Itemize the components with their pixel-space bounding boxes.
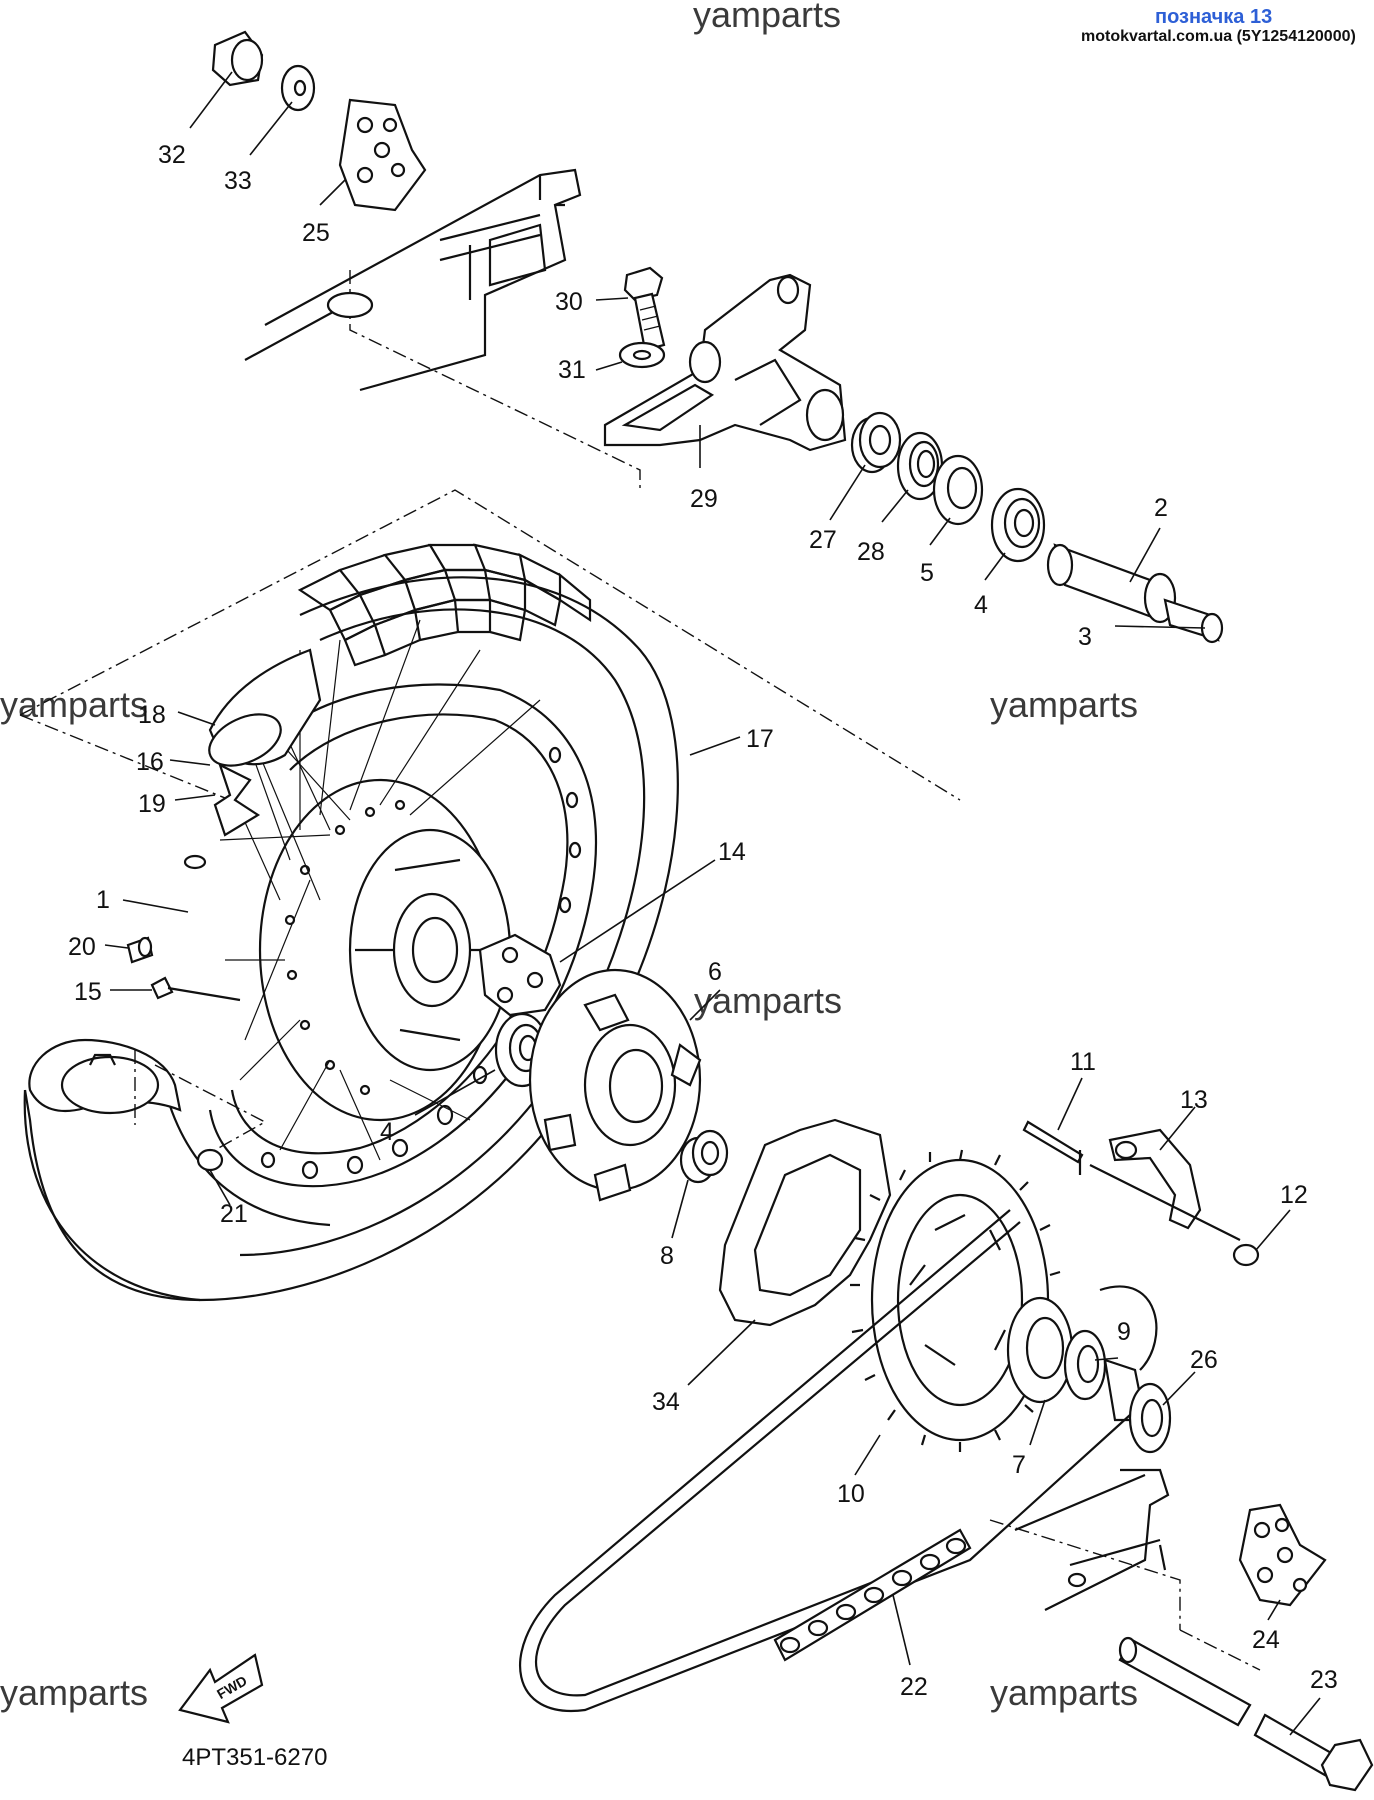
part-label: 7 [1012,1451,1026,1479]
watermark: yamparts [694,980,843,1021]
part-label: 1 [96,886,110,914]
tube-18 [208,648,322,837]
part-label: 25 [302,219,330,247]
bolt-30 [623,266,666,352]
rear-wheel-tyre [19,489,961,1302]
part-label: 6 [708,958,722,986]
part-label: 11 [1070,1048,1096,1076]
bearing-28 [896,431,944,501]
watermark: yamparts [693,0,842,35]
part-label: 31 [558,356,586,384]
part-label: 13 [1180,1086,1208,1114]
part-label: 9 [1117,1318,1131,1346]
collar [326,291,374,319]
part-label: 33 [224,167,252,195]
right-hub-bearing-parts [1006,1150,1172,1454]
part-label: 2 [1154,494,1168,522]
part-label: 22 [900,1673,928,1701]
part-label: 4 [380,1118,394,1146]
axle-23 [1118,1636,1374,1792]
diagram-tag: позначка 13 [1155,6,1273,28]
chain-guide-parts [1022,1120,1260,1267]
part-label: 27 [809,526,837,554]
leader-lines [104,71,1321,1736]
collar-27 [850,411,902,474]
part-label: 8 [660,1242,674,1270]
watermark: yamparts [0,684,149,725]
forward-arrow-icon: FWD [178,1653,264,1724]
swingarm-upper [244,168,641,490]
part-label: 32 [158,141,186,169]
oil-seal-5 [932,454,984,526]
spoke-parts [126,854,241,1002]
part-number-labels: 32 33 25 30 31 29 27 28 5 4 2 3 18 16 19… [68,141,1338,1701]
tyre-lower-section [28,1038,267,1172]
part-label: 4 [974,591,988,619]
damper-34 [718,1118,892,1327]
washer-33 [280,64,316,112]
part-label: 29 [690,485,718,513]
part-label: 5 [920,559,934,587]
part-label: 21 [220,1200,248,1228]
hub-holes [284,799,406,1096]
part-label: 15 [74,978,102,1006]
collar-8 [679,1129,729,1184]
part-label: 26 [1190,1346,1218,1374]
watermark: yamparts [990,1672,1139,1713]
part-label: 30 [555,288,583,316]
sprocket-hub-6 [528,968,702,1202]
part-label: 28 [857,538,885,566]
part-label: 19 [138,790,166,818]
part-label: 12 [1280,1181,1308,1209]
drive-chain-22 [519,1209,1131,1713]
part-label: 14 [718,838,746,866]
part-label: 3 [1078,623,1092,651]
part-label: 23 [1310,1666,1338,1694]
washer-31 [618,341,666,369]
part-label: 18 [138,701,166,729]
rim-lock-19 [213,762,261,837]
bearing-4-upper [990,487,1046,563]
site-reference: motokvartal.com.ua (5Y1254120000) [1081,28,1356,45]
caliper-bracket-29 [603,273,847,452]
chain-adjuster-25 [338,98,427,212]
swingarm-lower [989,1468,1261,1671]
chain-adjuster-24 [1238,1503,1327,1607]
watermark: yamparts [0,1672,149,1713]
nut-32 [211,30,264,87]
part-label: 24 [1252,1626,1280,1654]
part-label: 20 [68,933,96,961]
rim-holes [260,746,582,1180]
part-label: 34 [652,1388,680,1416]
part-label: 10 [837,1480,865,1508]
spacer-2 [1046,543,1224,644]
watermark: yamparts [990,684,1139,725]
diagram-code: 4PT351-6270 [182,1744,328,1771]
part-label: 16 [136,748,164,776]
brake-disc-14 [478,933,562,1017]
part-label: 17 [746,725,774,753]
